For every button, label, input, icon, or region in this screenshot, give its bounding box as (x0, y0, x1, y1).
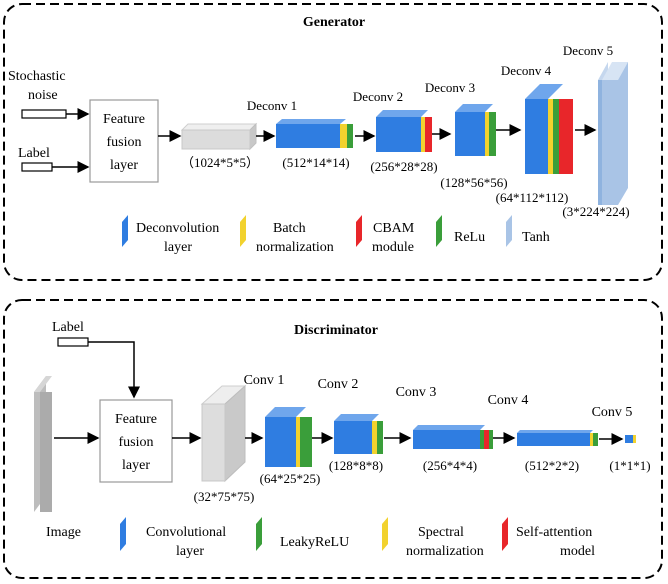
conv-4-label: Conv 4 (488, 393, 529, 408)
disc-output-dims: (1*1*1) (609, 458, 650, 473)
legend-relu-line1: ReLu (454, 230, 485, 245)
deconv-3-block (455, 104, 496, 156)
deconv-5-block (598, 62, 628, 205)
disc-label-input-box (57, 337, 89, 347)
disc-fusion-line2: fusion (119, 435, 154, 450)
gen-fusion-line2: fusion (107, 135, 142, 150)
conv-2-label: Conv 2 (318, 377, 359, 392)
disc-label-text: Label (52, 320, 84, 335)
disc-fusion-box (99, 399, 173, 483)
legend-tanh-swatch (506, 215, 512, 247)
legend-selfattn-line1: Self-attention (516, 525, 592, 540)
deconv-4-block (525, 84, 573, 174)
deconv-2-dims: (256*28*28) (370, 159, 437, 174)
conv-5-block (517, 430, 598, 446)
legend-deconv-line1: Deconvolution (136, 221, 219, 236)
conv-4-block (413, 425, 493, 449)
legend-cbam-line1: CBAM (373, 221, 415, 236)
deconv-3-dims: (128*56*56) (440, 175, 507, 190)
gen-label-text: Label (18, 146, 50, 161)
deconv-4-dims: (64*112*112) (496, 190, 569, 205)
discriminator-panel (3, 299, 663, 579)
gen-layer-input-block (180, 122, 258, 151)
disc-image-block (34, 376, 52, 512)
gen-fusion-line1: Feature (103, 112, 145, 127)
noise-input-box (21, 109, 67, 119)
deconv-3-label: Deconv 3 (425, 80, 475, 95)
legend-batchnorm-line2: normalization (256, 240, 334, 255)
legend-leakyrelu-line1: LeakyReLU (280, 535, 349, 550)
legend-spectral-line2: normalization (406, 544, 484, 559)
noise-label-1: Stochastic (8, 69, 66, 84)
conv-1-block (200, 384, 247, 483)
legend-selfattn-swatch (502, 517, 508, 551)
legend-conv-line2: layer (176, 544, 204, 559)
disc-fusion-line3: layer (122, 458, 150, 473)
disc-label-arrow (88, 341, 140, 399)
noise-label-2: noise (28, 88, 58, 103)
deconv-1-label: Deconv 1 (247, 98, 297, 113)
legend-leakyrelu-swatch (256, 517, 262, 551)
legend-conv-swatch (120, 517, 126, 551)
gen-dims-0: （1024*5*5） (181, 155, 259, 170)
conv-3-block (334, 414, 383, 454)
legend-cbam-line2: module (372, 240, 414, 255)
generator-title: Generator (303, 15, 365, 30)
discriminator-title: Discriminator (294, 323, 378, 338)
deconv-2-label: Deconv 2 (353, 89, 403, 104)
deconv-1-dims: (512*14*14) (282, 155, 349, 170)
conv-1-label: Conv 1 (244, 373, 285, 388)
gen-fusion-line3: layer (110, 158, 138, 173)
legend-batchnorm-line1: Batch (273, 221, 306, 236)
gen-fusion-box (89, 99, 159, 183)
legend-selfattn-line2: model (560, 544, 595, 559)
deconv-1-block (276, 119, 353, 148)
conv-5-label: Conv 5 (592, 405, 633, 420)
conv-3-label: Conv 3 (396, 385, 437, 400)
generator-panel (3, 3, 663, 281)
deconv-5-label: Deconv 5 (563, 43, 613, 58)
legend-cbam-swatch (356, 215, 362, 247)
legend-spectral-swatch (382, 517, 388, 551)
conv-2-block (265, 407, 312, 467)
conv-3-dims: (128*8*8) (329, 458, 383, 473)
legend-deconv-line2: layer (164, 240, 192, 255)
legend-conv-line1: Convolutional (146, 525, 226, 540)
disc-fusion-line1: Feature (115, 412, 157, 427)
legend-spectral-line1: Spectral (418, 525, 464, 540)
conv-5-dims: (512*2*2) (525, 458, 579, 473)
deconv-5-dims: (3*224*224) (562, 204, 629, 219)
disc-output-block (625, 435, 636, 443)
legend-deconv-swatch (122, 215, 128, 247)
conv-1-dims: (32*75*75) (194, 489, 255, 504)
deconv-4-label: Deconv 4 (501, 63, 552, 78)
legend-relu-swatch (436, 215, 442, 247)
conv-2-dims: (64*25*25) (260, 471, 321, 486)
disc-legend: Convolutional layer LeakyReLU Spectral n… (120, 517, 595, 559)
legend-tanh-line1: Tanh (522, 230, 550, 245)
legend-batchnorm-swatch (240, 215, 246, 247)
label-input-box (21, 162, 53, 172)
deconv-2-block (376, 110, 432, 152)
disc-image-label: Image (46, 525, 81, 540)
gen-legend: Deconvolution layer Batch normalization … (122, 215, 550, 255)
conv-4-dims: (256*4*4) (423, 458, 477, 473)
